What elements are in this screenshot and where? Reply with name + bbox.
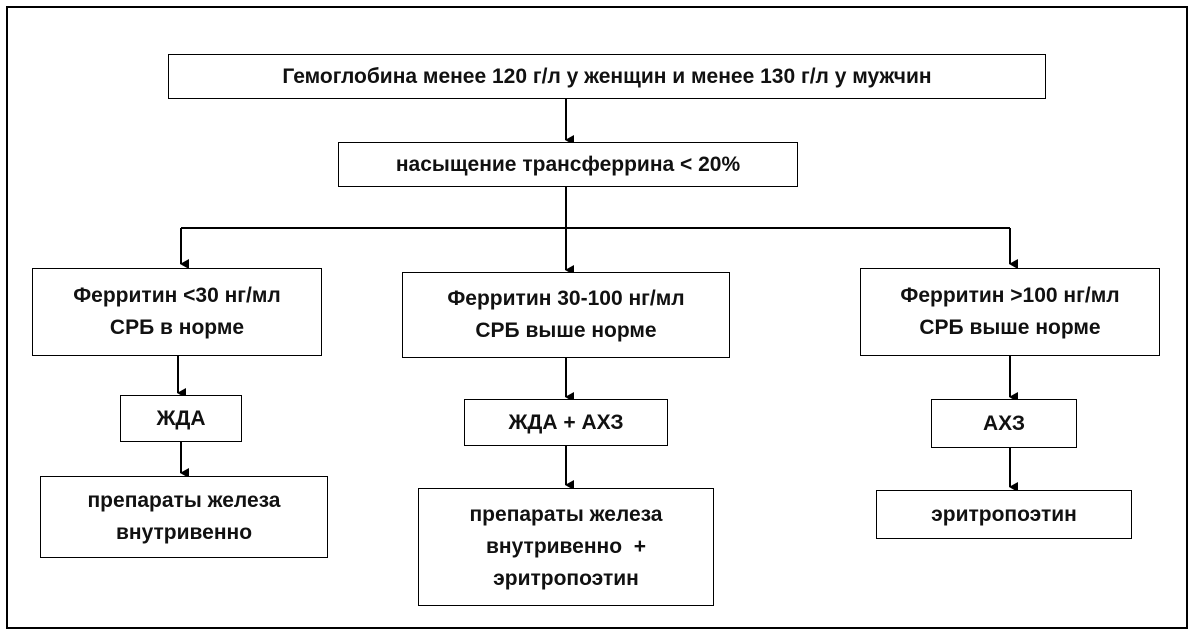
node-dx-ida-acd-text: ЖДА + АХЗ (508, 410, 624, 434)
node-tx-iron-epo-line-2: внутривенно + (486, 535, 646, 558)
node-hemoglobin-text: Гемоглобина менее 120 г/л у женщин и мен… (282, 64, 932, 88)
node-ferritin-mid: Ферритин 30-100 нг/мл СРБ выше норме (402, 272, 730, 358)
node-ferritin-low-line-1: Ферритин <30 нг/мл (73, 284, 281, 307)
node-dx-ida-text: ЖДА (156, 406, 206, 430)
node-dx-ida-acd: ЖДА + АХЗ (464, 399, 668, 446)
node-ferritin-high-line-2: СРБ выше норме (919, 316, 1101, 339)
node-ferritin-low-line-2: СРБ в норме (109, 316, 245, 339)
node-tx-iron-epo-line-1: препараты железа (469, 503, 663, 526)
node-ferritin-high: Ферритин >100 нг/мл СРБ выше норме (860, 268, 1160, 356)
node-tx-iron-epo: препараты железа внутривенно + эритропоэ… (418, 488, 714, 606)
node-hemoglobin: Гемоглобина менее 120 г/л у женщин и мен… (168, 54, 1046, 99)
node-transferrin-text: насыщение трансферрина < 20% (395, 152, 741, 176)
node-dx-acd: АХЗ (931, 399, 1077, 448)
node-dx-ida: ЖДА (120, 395, 242, 442)
node-transferrin: насыщение трансферрина < 20% (338, 142, 798, 187)
node-ferritin-high-line-1: Ферритин >100 нг/мл (900, 284, 1120, 307)
node-tx-iron-line-1: препараты железа (87, 489, 281, 512)
node-dx-acd-text: АХЗ (982, 411, 1026, 435)
node-tx-iron-epo-line-3: эритропоэтин (493, 567, 639, 590)
node-tx-iron: препараты железа внутривенно (40, 476, 328, 558)
node-ferritin-mid-line-2: СРБ выше норме (475, 319, 657, 342)
node-tx-epo: эритропоэтин (876, 490, 1132, 539)
node-ferritin-low: Ферритин <30 нг/мл СРБ в норме (32, 268, 322, 356)
diagram-frame (6, 6, 1188, 629)
node-ferritin-mid-line-1: Ферритин 30-100 нг/мл (447, 287, 685, 310)
node-tx-iron-line-2: внутривенно (115, 521, 253, 544)
node-tx-epo-text: эритропоэтин (931, 502, 1077, 526)
